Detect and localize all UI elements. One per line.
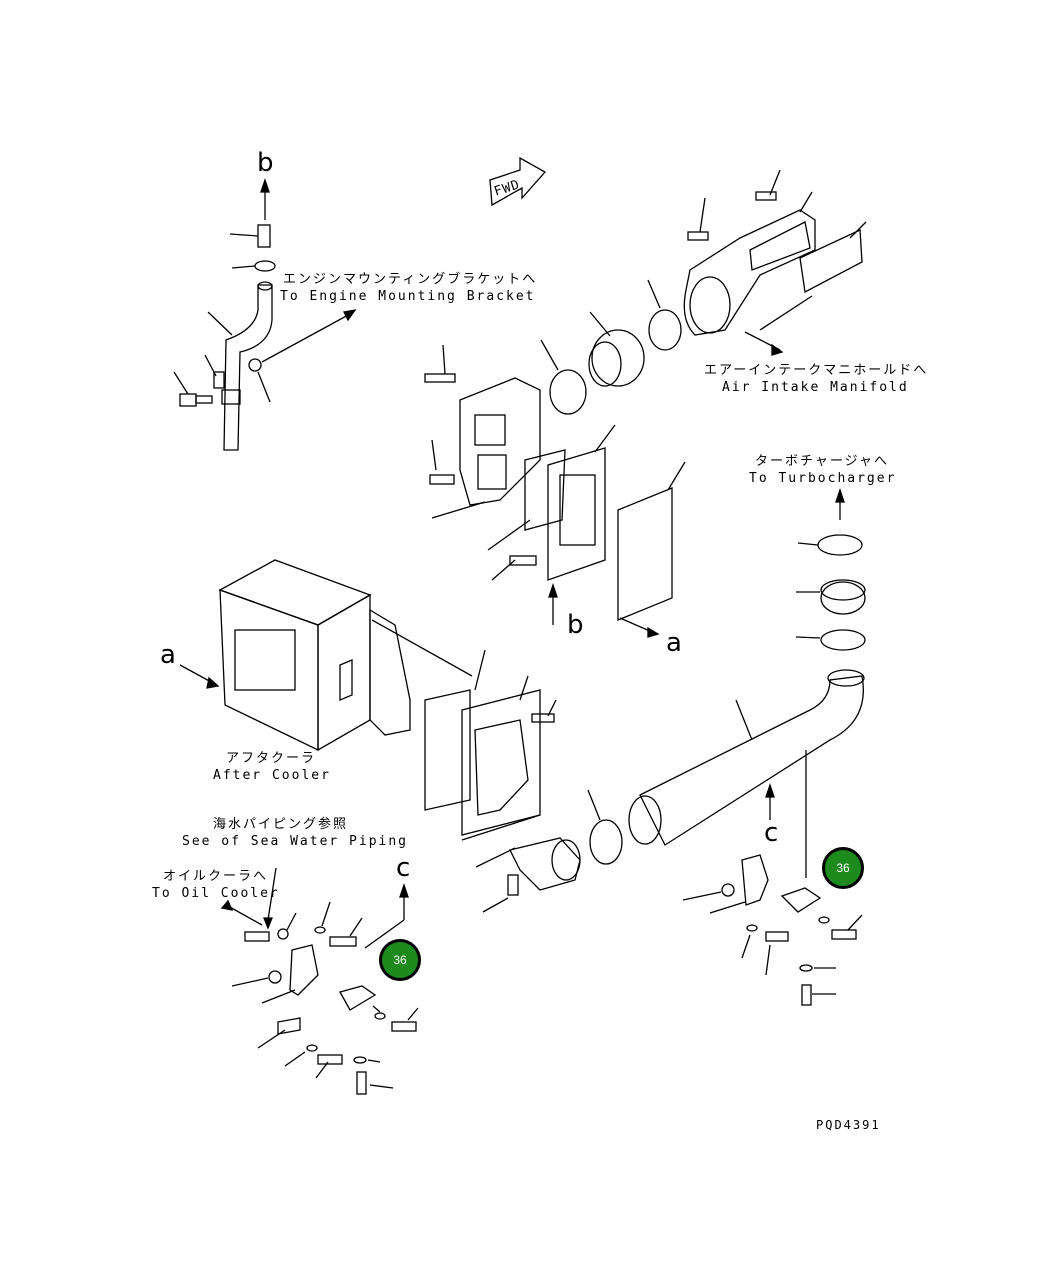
after-cooler-label-jp: アフタクーラ <box>226 751 317 766</box>
ref-letter-b-top: b <box>257 148 274 178</box>
air-intake-label-jp: エアーインテークマニホールドへ <box>704 363 929 378</box>
after-cooler <box>179 559 473 752</box>
flange-elbow <box>475 837 581 913</box>
turbo-clamps <box>795 487 866 651</box>
sea-water-label-en: See of Sea Water Piping <box>182 834 409 849</box>
turbo-label-jp: ターボチャージャへ <box>755 454 889 469</box>
bracket-hardware-left <box>220 867 419 1095</box>
lower-duct-elbow <box>424 649 557 841</box>
sea-water-label-jp: 海水パイピング参照 <box>213 817 349 832</box>
air-intake-label-en: Air Intake Manifold <box>722 380 909 395</box>
hose-clamps-middle <box>540 279 682 415</box>
oil-cooler-label-en: To Oil Cooler <box>152 886 280 901</box>
ref-letter-a-left: a <box>160 640 176 670</box>
drawing-code: PQD4391 <box>816 1118 881 1132</box>
main-air-pipe <box>587 669 865 878</box>
ref-letter-c-right: c <box>764 818 779 848</box>
upper-duct-box <box>424 344 541 519</box>
bracket-hardware-right <box>682 854 863 1006</box>
after-cooler-label-en: After Cooler <box>213 768 331 783</box>
pipe-assembly-upper-left <box>173 177 357 451</box>
turbo-label-en: To Turbocharger <box>749 471 897 486</box>
part-badge-36-left[interactable]: 36 <box>379 939 421 981</box>
part-badge-36-right[interactable]: 36 <box>822 847 864 889</box>
engine-mount-label-en: To Engine Mounting Bracket <box>280 289 536 304</box>
air-intake-elbow <box>683 169 867 356</box>
engine-mount-label-jp: エンジンマウンティングブラケットへ <box>283 272 538 287</box>
ref-letter-c-left: c <box>396 853 411 883</box>
middle-plates <box>487 424 686 638</box>
ref-letter-a-right: a <box>666 628 682 658</box>
ref-letter-b-mid: b <box>567 610 584 640</box>
fwd-arrow-icon <box>489 156 547 207</box>
oil-cooler-label-jp: オイルクーラへ <box>163 869 269 884</box>
